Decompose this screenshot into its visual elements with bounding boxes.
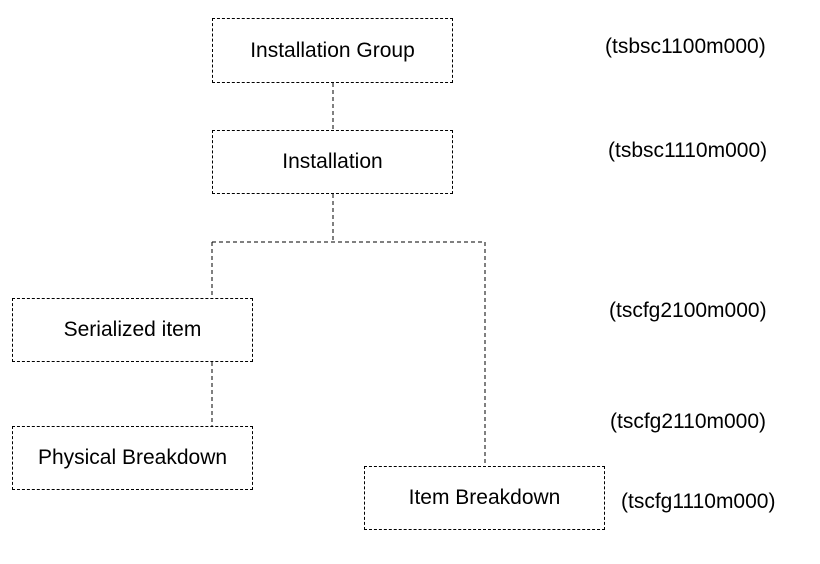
node-serialized-item: Serialized item bbox=[12, 298, 253, 362]
code-serialized-item: (tscfg2100m000) bbox=[609, 299, 767, 322]
node-installation-group: Installation Group bbox=[212, 18, 453, 83]
node-installation-group-label: Installation Group bbox=[250, 38, 415, 62]
node-item-breakdown-label: Item Breakdown bbox=[408, 486, 561, 509]
code-installation: (tsbsc1110m000) bbox=[608, 139, 768, 162]
node-serialized-item-label: Serialized item bbox=[63, 318, 202, 341]
node-item-breakdown: Item Breakdown bbox=[364, 466, 605, 530]
node-installation: Installation bbox=[212, 130, 453, 194]
node-installation-label: Installation bbox=[282, 150, 383, 173]
code-installation-group: (tsbsc1100m000) bbox=[605, 35, 766, 58]
node-physical-breakdown: Physical Breakdown bbox=[12, 426, 253, 490]
code-physical-breakdown: (tscfg2110m000) bbox=[610, 410, 767, 433]
code-item-breakdown: (tscfg1110m000) bbox=[621, 490, 776, 513]
node-physical-breakdown-label: Physical Breakdown bbox=[37, 446, 228, 469]
